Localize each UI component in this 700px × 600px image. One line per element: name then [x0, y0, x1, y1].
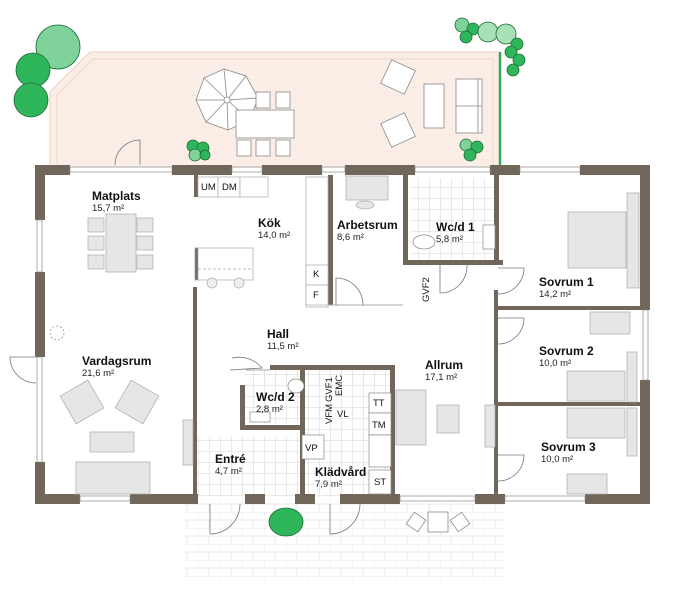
fire-alarm-icon [49, 325, 65, 341]
room-area: 21,6 m² [82, 367, 115, 379]
room-area: 10,0 m² [541, 453, 574, 465]
room-matplats: Matplats 15,7 m² [92, 189, 141, 215]
room-name: Sovrum 2 [539, 344, 594, 358]
room-area: 15,7 m² [92, 202, 125, 214]
living-furniture [59, 379, 194, 495]
front-patio-set [405, 511, 471, 533]
fixture-vp: VP [305, 443, 318, 454]
sovrum1-bed [567, 192, 640, 289]
room-name: Sovrum 3 [541, 440, 596, 454]
kitchen-island [194, 247, 254, 289]
sovrum3-furniture [566, 407, 638, 495]
shrub-icon [186, 139, 211, 162]
entre-floor [197, 437, 302, 497]
room-area: 10,0 m² [539, 357, 572, 369]
room-hall: Hall 11,5 m² [267, 327, 299, 353]
room-arbetsrum: Arbetsrum 8,6 m² [337, 218, 398, 244]
room-name: Matplats [92, 189, 141, 203]
room-name: Wc/d 2 [256, 390, 295, 404]
room-area: 11,5 m² [267, 340, 299, 352]
room-name: Kök [258, 216, 281, 230]
allrum-furniture [395, 389, 496, 448]
bathroom-fixtures [249, 224, 496, 495]
room-entre: Entré 4,7 m² [215, 452, 246, 478]
room-wcd2: Wc/d 2 2,8 m² [256, 390, 295, 416]
windows [36, 166, 649, 502]
fixture-tm: TM [372, 420, 386, 431]
room-allrum: Allrum 17,1 m² [425, 358, 464, 384]
walls [35, 165, 650, 504]
dining-table [87, 213, 154, 273]
room-area: 5,8 m² [436, 233, 463, 245]
fixture-dm: DM [222, 182, 237, 193]
room-area: 4,7 m² [215, 465, 242, 477]
fixture-emc: EMC [334, 374, 345, 396]
fixture-tt: TT [373, 398, 385, 409]
room-vardagsrum: Vardagsrum 21,6 m² [82, 354, 152, 380]
room-name: Allrum [425, 358, 464, 372]
room-sovrum1: Sovrum 1 14,2 m² [539, 275, 594, 301]
arbetsrum-desk [345, 175, 389, 210]
room-area: 8,6 m² [337, 231, 364, 243]
tree-row-icon [454, 17, 526, 77]
room-sovrum2: Sovrum 2 10,0 m² [539, 344, 594, 370]
doors [9, 139, 525, 535]
room-area: 14,0 m² [258, 229, 291, 241]
room-name: Sovrum 1 [539, 275, 594, 289]
kitchen-counter [197, 176, 329, 308]
shrub-icon [459, 138, 484, 162]
room-kok: Kök 14,0 m² [258, 216, 291, 242]
front-paving [185, 500, 505, 580]
room-name: Klädvård [315, 465, 367, 479]
room-kladvard: Klädvård 7,9 m² [315, 465, 367, 491]
sovrum2-furniture [566, 311, 638, 403]
room-name: Arbetsrum [337, 218, 398, 232]
room-name: Vardagsrum [82, 354, 152, 368]
room-wcd1: Wc/d 1 5,8 m² [436, 220, 475, 246]
tree-icon [13, 24, 81, 118]
room-sovrum3: Sovrum 3 10,0 m² [541, 440, 596, 466]
room-area: 14,2 m² [539, 288, 572, 300]
fixture-k: K [313, 269, 320, 280]
room-name: Entré [215, 452, 246, 466]
terrace-dining-set [235, 91, 295, 157]
fixture-f: F [313, 290, 319, 301]
terrace-lounge-set [380, 59, 483, 148]
room-area: 17,1 m² [425, 371, 458, 383]
fixture-gvf2: GVF2 [421, 277, 432, 302]
room-name: Wc/d 1 [436, 220, 475, 234]
room-name: Hall [267, 327, 290, 341]
fixture-um: UM [201, 182, 216, 193]
shrub-icon [268, 507, 304, 537]
fixture-vl: VL [337, 409, 349, 420]
room-area: 7,9 m² [315, 478, 342, 490]
fixture-st: ST [374, 477, 387, 488]
room-area: 2,8 m² [256, 403, 283, 415]
fixture-vfm: VFM [324, 403, 335, 424]
